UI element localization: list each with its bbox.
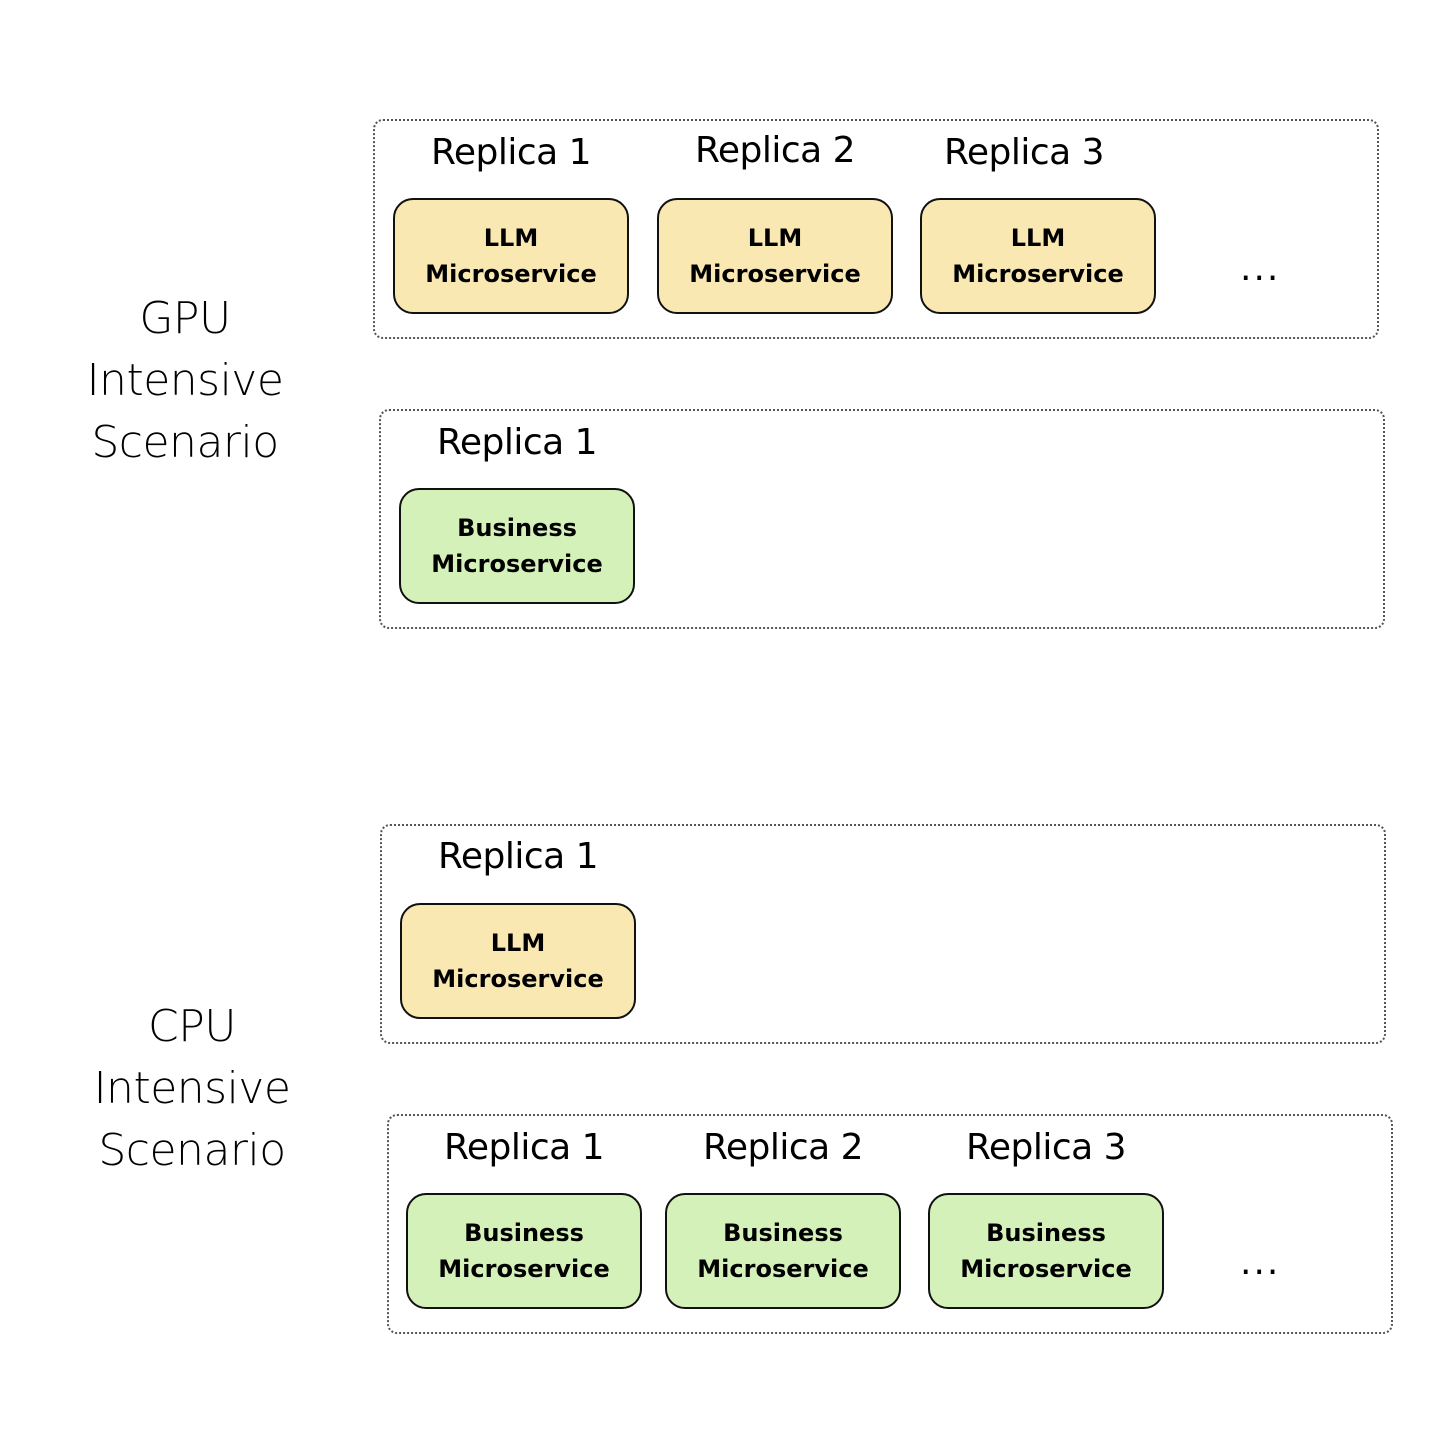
business-microservice-box: Business Microservice (399, 488, 635, 604)
service-name: LLM (483, 224, 539, 252)
cpu-business-replica-group (387, 1114, 1393, 1334)
llm-microservice-box: LLM Microservice (400, 903, 636, 1019)
scenario-line: GPU (139, 293, 231, 344)
llm-microservice-box: LLM Microservice (657, 198, 893, 314)
replica-label: Replica 2 (702, 1127, 864, 1168)
replica-label: Replica 1 (430, 132, 592, 173)
replica-label: Replica 2 (694, 130, 856, 171)
service-type: Microservice (960, 1255, 1132, 1283)
service-type: Microservice (952, 260, 1124, 288)
scenario-line: Intensive (86, 355, 284, 406)
service-name: Business (464, 1219, 584, 1247)
llm-microservice-box: LLM Microservice (920, 198, 1156, 314)
replica-label: Replica 3 (943, 132, 1105, 173)
business-microservice-box: Business Microservice (665, 1193, 901, 1309)
service-type: Microservice (438, 1255, 610, 1283)
llm-microservice-box: LLM Microservice (393, 198, 629, 314)
service-name: LLM (490, 929, 546, 957)
replica-label: Replica 3 (965, 1127, 1127, 1168)
cpu-llm-replica-group (380, 824, 1386, 1044)
service-name: Business (457, 514, 577, 542)
business-microservice-box: Business Microservice (928, 1193, 1164, 1309)
service-name: LLM (747, 224, 803, 252)
service-name: LLM (1010, 224, 1066, 252)
scenario-line: Scenario (98, 1125, 286, 1176)
service-type: Microservice (697, 1255, 869, 1283)
gpu-llm-replica-group (373, 119, 1379, 339)
service-type: Microservice (431, 550, 603, 578)
service-type: Microservice (432, 965, 604, 993)
service-type: Microservice (425, 260, 597, 288)
service-name: Business (723, 1219, 843, 1247)
ellipsis-more-replicas: ... (1240, 1242, 1281, 1283)
scenario-line: Intensive (93, 1063, 291, 1114)
business-microservice-box: Business Microservice (406, 1193, 642, 1309)
ellipsis-more-replicas: ... (1240, 248, 1281, 289)
service-type: Microservice (689, 260, 861, 288)
gpu-business-replica-group (379, 409, 1385, 629)
replica-label: Replica 1 (436, 422, 598, 463)
gpu-scenario-label: GPU Intensive Scenario (70, 288, 300, 474)
scenario-line: Scenario (91, 417, 279, 468)
cpu-scenario-label: CPU Intensive Scenario (77, 996, 307, 1182)
scenario-line: CPU (148, 1001, 236, 1052)
replica-label: Replica 1 (437, 836, 599, 877)
service-name: Business (986, 1219, 1106, 1247)
replica-label: Replica 1 (443, 1127, 605, 1168)
